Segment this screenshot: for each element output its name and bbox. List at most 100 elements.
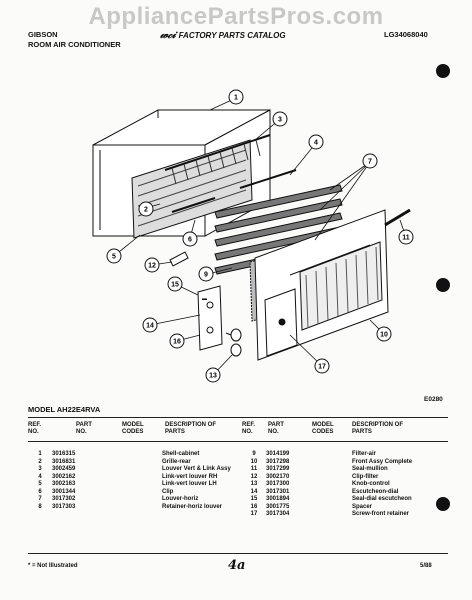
parts-cell-code [312, 504, 352, 512]
binder-hole-2 [436, 278, 450, 292]
parts-cell-ref: 10 [250, 458, 258, 465]
parts-cell-part: 3002459 [52, 466, 76, 472]
header-brand-block: GIBSON ROOM AIR CONDITIONER [28, 30, 121, 50]
parts-cell-ref: 2 [38, 458, 42, 465]
parts-cell-ref: 14 [250, 488, 258, 495]
callout-6: 6 [182, 231, 198, 247]
parts-cell-ref: 17 [250, 511, 258, 517]
col-codes-left: MODEL CODES [122, 422, 144, 435]
col-part-left: PART NO. [76, 422, 92, 435]
page-number: 4a [228, 558, 246, 573]
parts-cell-part: 3001344 [52, 488, 76, 495]
parts-cell-code [122, 481, 162, 489]
callout-14: 14 [142, 317, 158, 333]
parts-cell-desc: Shell-cabinet [162, 451, 200, 457]
control-knobs [225, 328, 242, 357]
parts-cell-desc: Front Assy Complete [352, 458, 413, 465]
parts-cell-ref: 15 [250, 496, 258, 502]
parts-cell-desc: Spacer [352, 503, 373, 510]
revision-date: 5/88 [420, 563, 432, 569]
parts-cell-part: 3017301 [266, 488, 290, 495]
svg-text:14: 14 [146, 323, 154, 330]
front-panel [254, 209, 389, 361]
parts-cell-desc: Louver-horiz [162, 496, 199, 502]
louver-links [171, 169, 297, 213]
not-illustrated-note: * = Not Illustrated [28, 563, 78, 569]
col-codes-right: MODEL CODES [312, 422, 334, 435]
svg-text:2: 2 [144, 207, 148, 214]
parts-cell-ref: 1 [38, 451, 42, 457]
svg-text:15: 15 [171, 282, 179, 289]
parts-cell-code [312, 451, 352, 459]
svg-text:3: 3 [278, 117, 282, 124]
parts-row: 14 3017301 Escutcheon-dial [242, 489, 448, 497]
callout-2: 2 [138, 201, 154, 217]
parts-cell-part: 3001894 [266, 496, 290, 502]
parts-row: 7 3017302 Louver-horiz [28, 496, 240, 504]
col-part-right: PART NO. [268, 422, 284, 435]
mullion-seal [384, 211, 406, 227]
svg-text:10: 10 [380, 332, 388, 339]
table-bottom-rule [28, 553, 448, 554]
drawing-code: E0280 [424, 396, 443, 403]
wci-logo: 𝓌𝒸𝒾 [160, 28, 176, 41]
svg-text:16: 16 [173, 339, 181, 346]
parts-cell-part: 3017304 [266, 511, 290, 517]
parts-cell-part: 3016831 [52, 458, 76, 465]
svg-text:13: 13 [209, 373, 217, 380]
callout-13: 13 [205, 367, 221, 383]
parts-cell-code [122, 451, 162, 459]
vertical-louver-assembly [164, 134, 271, 185]
parts-cell-code [312, 496, 352, 504]
parts-cell-code [312, 489, 352, 497]
svg-text:12: 12 [148, 263, 156, 270]
callout-10: 10 [376, 326, 392, 342]
parts-cell-part: 3017300 [266, 481, 290, 487]
model-number: MODEL AH22E4RVA [28, 405, 101, 414]
table-top-rule [28, 417, 448, 418]
parts-row: 10 3017298 Front Assy Complete [242, 459, 448, 467]
callout-9: 9 [198, 266, 214, 282]
rear-grille [131, 139, 253, 239]
parts-cell-ref: 13 [250, 481, 258, 487]
parts-cell-desc: Link-vert louver RH [162, 473, 218, 480]
svg-text:17: 17 [318, 364, 326, 371]
svg-text:▬: ▬ [202, 296, 207, 302]
parts-cell-code [122, 504, 162, 512]
callout-16: 16 [169, 333, 185, 349]
parts-cell-part: 3017302 [52, 496, 76, 502]
col-desc-left: DESCRIPTION OF PARTS [165, 422, 217, 435]
parts-cell-code [312, 459, 352, 467]
parts-cell-desc: Seal-mullion [352, 466, 388, 472]
binder-hole-1 [436, 64, 450, 78]
parts-cell-desc: Screw-front retainer [352, 511, 410, 517]
parts-cell-ref: 7 [38, 496, 42, 502]
parts-cell-code [122, 474, 162, 482]
binder-hole-3 [436, 497, 450, 511]
col-ref-right: REF. NO. [242, 422, 256, 435]
parts-cell-ref: 5 [38, 481, 42, 487]
parts-cell-desc: Filter-air [352, 451, 377, 457]
parts-cell-part: 3017299 [266, 466, 290, 472]
svg-text:9: 9 [204, 272, 208, 279]
watermark: AppliancePartsPros.com [88, 3, 384, 30]
parts-cell-code [312, 481, 352, 489]
parts-cell-part: 3017298 [266, 458, 290, 465]
parts-cell-ref: 4 [38, 473, 42, 480]
svg-text:7: 7 [368, 159, 372, 166]
parts-cell-ref: 16 [250, 503, 258, 510]
parts-cell-desc: Escutcheon-dial [352, 488, 399, 495]
parts-cell-part: 3014199 [266, 451, 290, 457]
parts-row: 17 3017304 Screw-front retainer [242, 511, 448, 519]
table-header-rule [28, 441, 448, 442]
